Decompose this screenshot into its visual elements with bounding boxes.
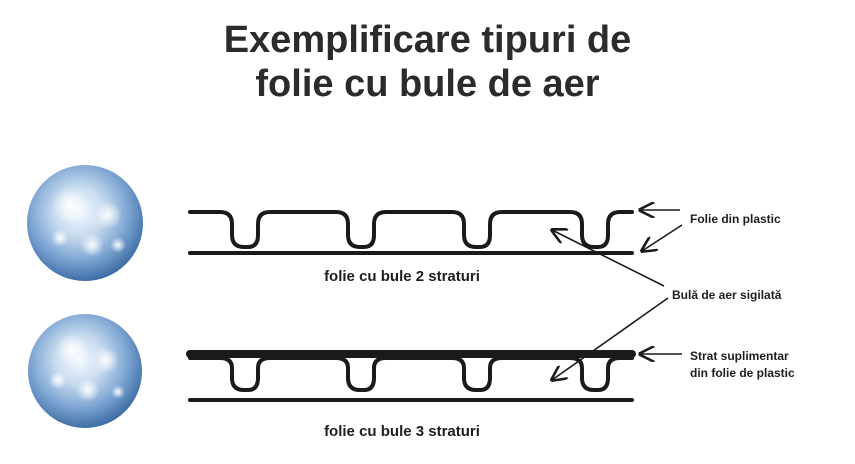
label-sealed-bubble: Bulă de aer sigilată — [672, 288, 782, 302]
label-extra-layer-1: Strat suplimentar — [690, 349, 789, 363]
label-plastic-film: Folie din plastic — [690, 212, 781, 226]
callout-arrows — [552, 210, 683, 380]
caption-2-layer: folie cu bule 2 straturi — [324, 268, 480, 285]
title-line-2: folie cu bule de aer — [255, 63, 600, 105]
plastic-film-top-2 — [188, 210, 634, 249]
bubble-wrap-photo-2-layer — [27, 165, 143, 281]
arrow-film-base — [642, 224, 683, 251]
arrow-bubble-1 — [552, 230, 665, 287]
arrow-bubble-2 — [552, 297, 669, 380]
caption-3-layer: folie cu bule 3 straturi — [324, 423, 480, 440]
plastic-film-middle-3 — [188, 356, 634, 392]
label-extra-layer-2: din folie de plastic — [690, 366, 795, 380]
title-line-1: Exemplificare tipuri de — [223, 19, 632, 61]
bubble-wrap-photo-3-layer — [28, 314, 142, 428]
page-title: Exemplificare tipuri de folie cu bule de… — [0, 18, 855, 106]
cross-section-2-layer — [188, 210, 634, 255]
cross-section-3-layer — [186, 350, 636, 402]
